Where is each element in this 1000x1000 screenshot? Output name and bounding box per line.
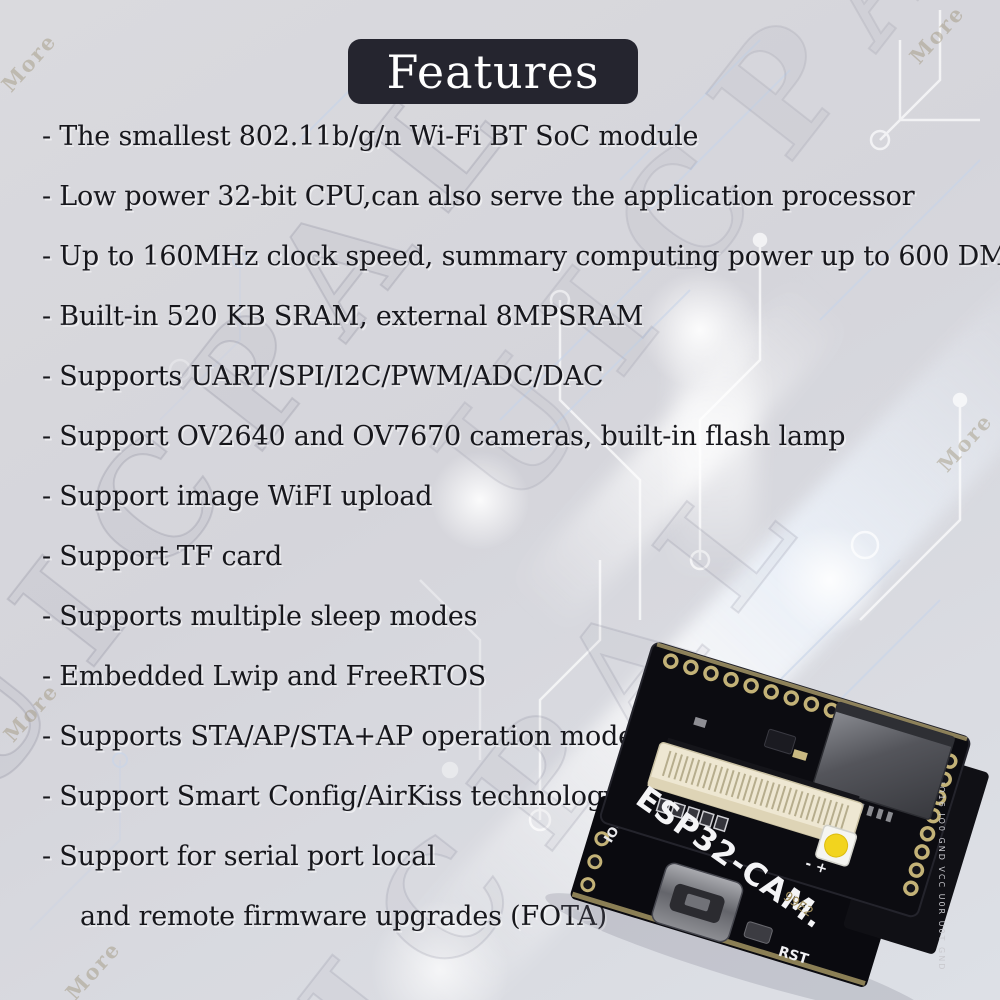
pin-pads-top (663, 653, 840, 719)
pin-labels-right: 3V3 IO16 IO0 GND VCC U0R U0T GND (937, 756, 946, 972)
carrier-board: IO0 RST (570, 796, 896, 987)
feature-item: - Support Smart Config/AirKiss technolog… (42, 781, 619, 812)
feature-item: - Support TF card (42, 541, 283, 572)
micro-usb-port (651, 862, 744, 943)
feature-item: - Support for serial port local (42, 841, 436, 872)
features-title-badge: Features (348, 39, 638, 104)
feature-item: - Support image WiFI upload (42, 481, 433, 512)
feature-item: - Low power 32-bit CPU,can also serve th… (42, 181, 915, 212)
silkscreen-boxes (655, 797, 730, 833)
feature-item: and remote firmware upgrades (FOTA) (80, 901, 607, 932)
feature-item: - Up to 160MHz clock speed, summary comp… (42, 241, 1000, 272)
smd-part (792, 749, 808, 761)
reset-button (743, 921, 773, 944)
page-title: Features (386, 44, 600, 99)
feature-item: - Built-in 520 KB SRAM, external 8MPSRAM (42, 301, 644, 332)
feature-list: - The smallest 802.11b/g/n Wi-Fi BT SoC … (42, 121, 1000, 961)
flash-led: - + (803, 824, 858, 878)
feature-item: - Support OV2640 and OV7670 cameras, bui… (42, 421, 846, 452)
smd-part (693, 716, 708, 729)
feature-item: - Supports multiple sleep modes (42, 601, 478, 632)
board-shadow (545, 893, 929, 1000)
ffc-camera-connector (647, 737, 864, 848)
sd-card-slot (813, 701, 955, 823)
feature-item: - The smallest 802.11b/g/n Wi-Fi BT SoC … (42, 121, 699, 152)
feature-item: - Embedded Lwip and FreeRTOS (42, 661, 487, 692)
smd-ic (764, 728, 797, 755)
feature-item: - Supports UART/SPI/I2C/PWM/ADC/DAC (42, 361, 604, 392)
feature-item: - Supports STA/AP/STA+AP operation mode (42, 721, 634, 752)
led-polarity-marks: - + (803, 856, 829, 878)
esp32-cam-board-photo: IO0 RST 3 (545, 642, 989, 1000)
